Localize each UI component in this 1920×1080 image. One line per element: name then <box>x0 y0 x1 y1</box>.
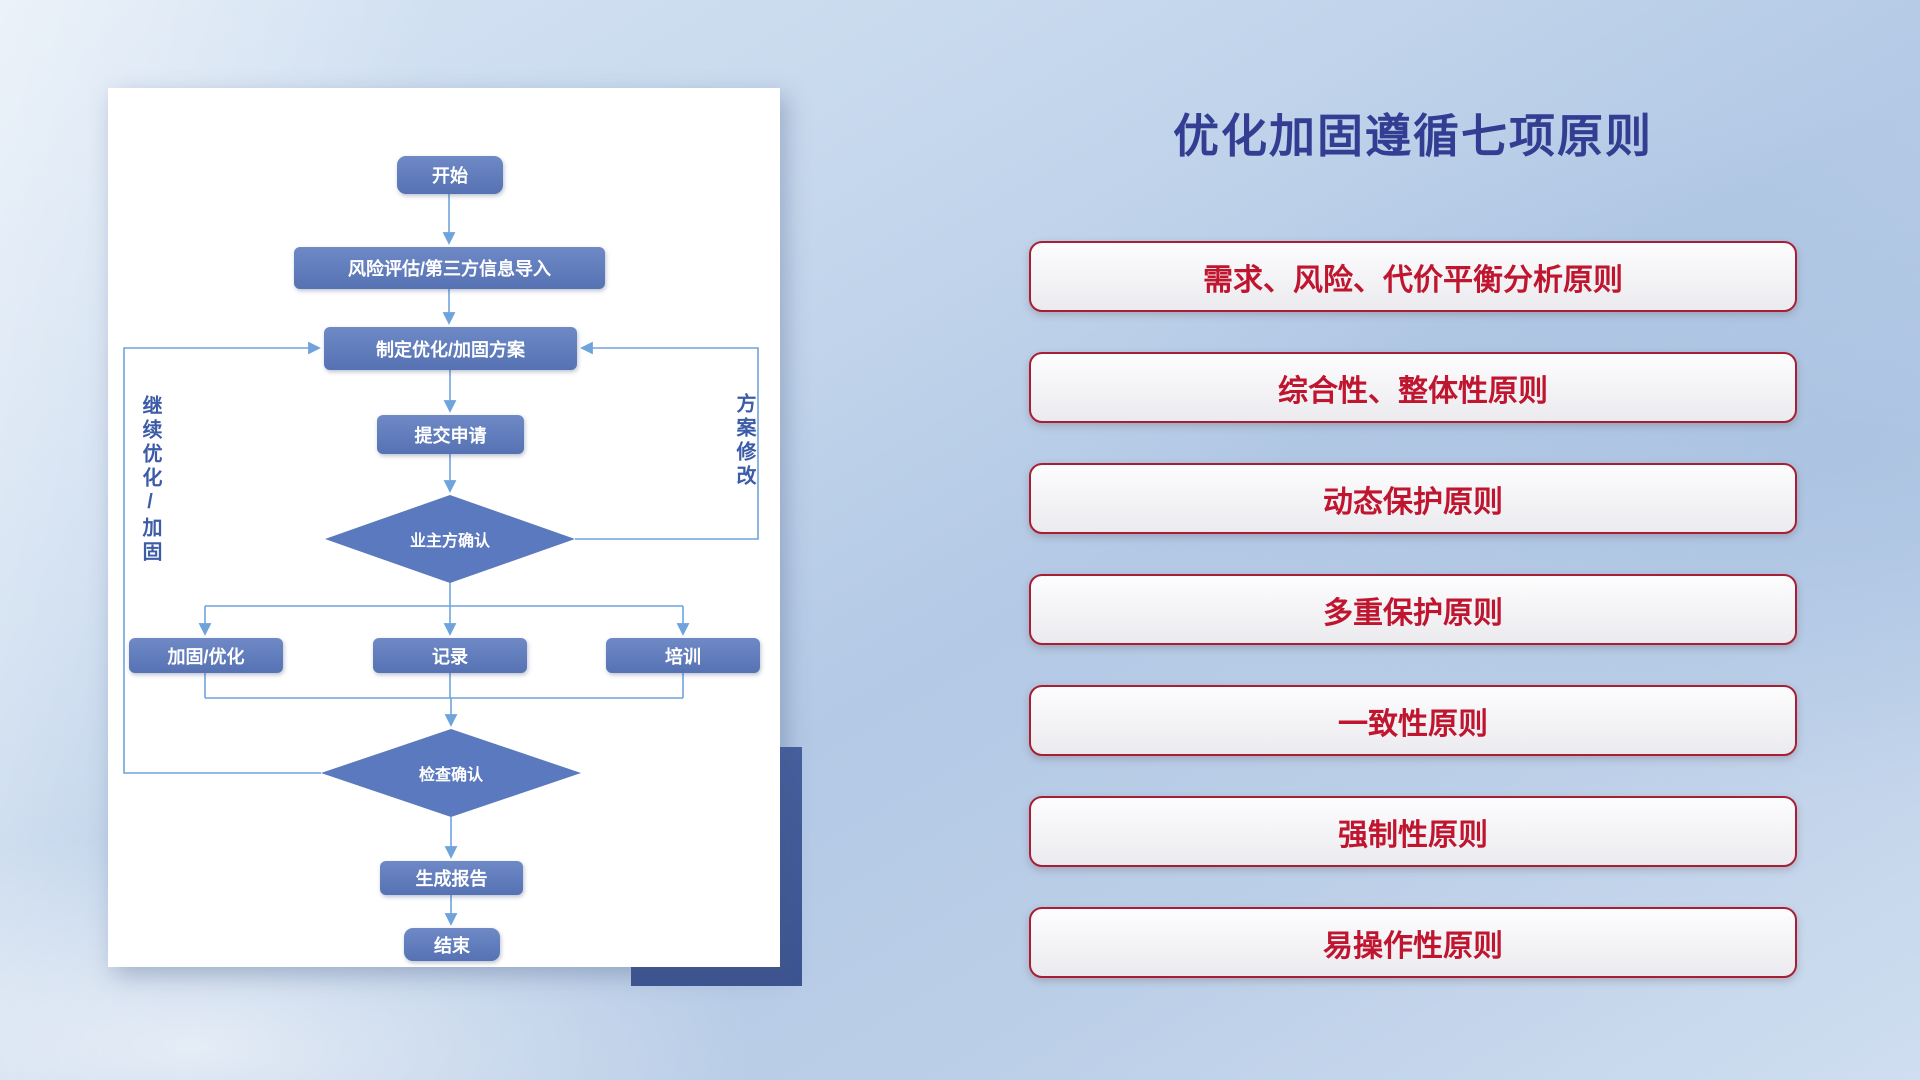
flowchart-connectors <box>123 194 759 926</box>
principle-item: 强制性原则 <box>1029 796 1797 867</box>
flow-node-start: 开始 <box>397 156 503 194</box>
flow-node-end: 结束 <box>404 928 500 961</box>
flow-node-submit: 提交申请 <box>377 415 524 454</box>
principle-item: 动态保护原则 <box>1029 463 1797 534</box>
principle-item: 多重保护原则 <box>1029 574 1797 645</box>
principle-item: 易操作性原则 <box>1029 907 1797 978</box>
principles-list: 需求、风险、代价平衡分析原则 综合性、整体性原则 动态保护原则 多重保护原则 一… <box>1029 241 1797 978</box>
page-title: 优化加固遵循七项原则 <box>1173 110 1653 162</box>
principle-item: 一致性原则 <box>1029 685 1797 756</box>
flow-node-check-confirm-label: 检查确认 <box>418 767 483 784</box>
flow-node-training: 培训 <box>606 638 760 673</box>
edge-label-continue-optimize: 继续优化/加固 <box>139 395 161 565</box>
principle-item: 综合性、整体性原则 <box>1029 352 1797 423</box>
flowchart-panel: 开始 风险评估/第三方信息导入 制定优化/加固方案 提交申请 业主方确认 加固/… <box>108 88 780 967</box>
edge-label-plan-modify: 方案修改 <box>733 393 755 489</box>
flow-node-record: 记录 <box>373 638 527 673</box>
flow-node-report: 生成报告 <box>380 861 523 895</box>
principle-item: 需求、风险、代价平衡分析原则 <box>1029 241 1797 312</box>
flow-node-owner-confirm-label: 业主方确认 <box>409 533 490 550</box>
flow-node-reinforce: 加固/优化 <box>129 638 283 673</box>
flow-node-risk-import: 风险评估/第三方信息导入 <box>294 247 605 289</box>
flow-node-make-plan: 制定优化/加固方案 <box>324 327 577 370</box>
